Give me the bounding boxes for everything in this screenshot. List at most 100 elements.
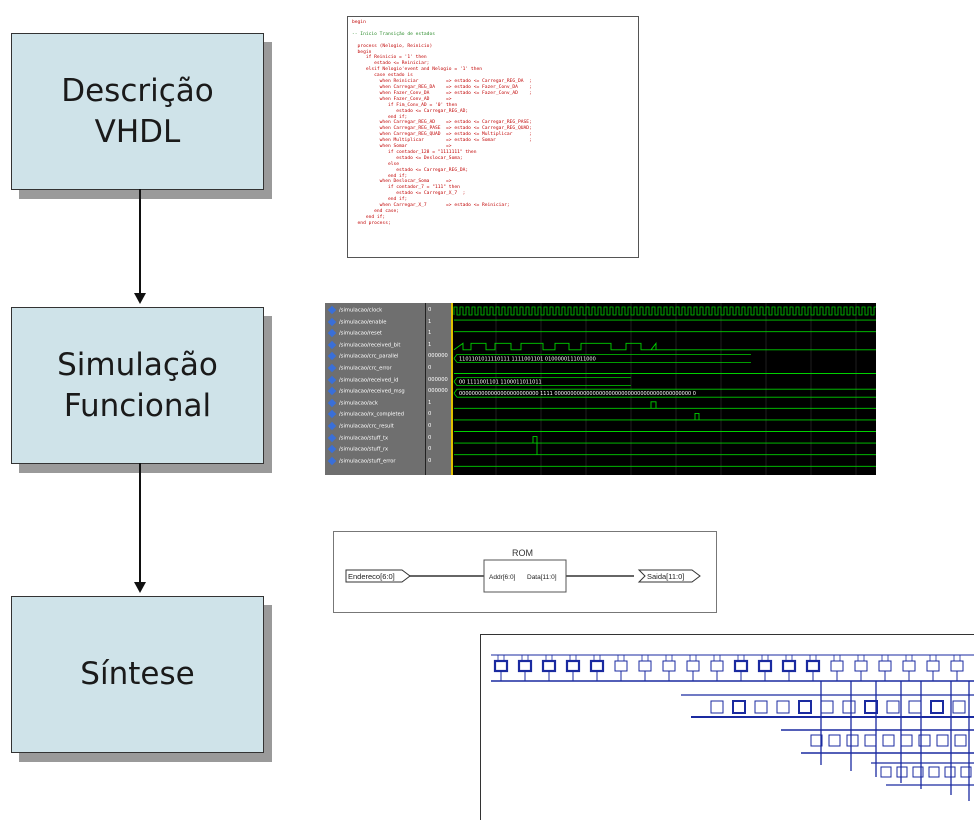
signal-name[interactable]: /simulacao/received_msg: [327, 386, 405, 398]
netlist-cell: [864, 700, 878, 714]
signal-name[interactable]: /simulacao/rx_completed: [327, 410, 404, 421]
netlist-cell: [638, 660, 652, 672]
netlist-cell: [908, 700, 922, 714]
netlist-cell: [589, 659, 605, 673]
netlist-cell: [810, 734, 823, 747]
netlist-cell: [878, 660, 892, 672]
bus-value-text: 00 1111001101 1100011011011: [459, 380, 542, 386]
signal-value: 000000: [428, 388, 448, 395]
signal-value: 1: [428, 341, 432, 348]
vhdl-code-panel: begin -- Início Transição de estados pro…: [347, 16, 639, 258]
rom-schematic: ROM Addr[6:0] Data[11:0] Endereco[6:0] S…: [345, 548, 701, 593]
netlist-cell: [912, 766, 924, 778]
netlist-cell: [954, 734, 967, 747]
signal-value: 1: [428, 318, 432, 325]
signal-name[interactable]: /simulacao/received_bit: [327, 340, 400, 352]
signal-diamond-icon: [327, 421, 337, 431]
signal-name[interactable]: /simulacao/stuff_rx: [327, 444, 388, 456]
trace-clock: [453, 306, 876, 316]
signal-name[interactable]: /simulacao/received_id: [327, 375, 398, 387]
arrow-connector-1: [139, 189, 141, 293]
signal-value: 0: [428, 446, 432, 453]
vhdl-code: begin -- Início Transição de estados pro…: [348, 17, 638, 230]
bus-value-text: 0000000000000000000000000 1111 000000000…: [459, 391, 696, 397]
signal-diamond-icon: [327, 352, 337, 361]
signal-diamond-icon: [327, 410, 337, 419]
netlist-cell: [960, 766, 972, 778]
netlist-cell: [864, 734, 877, 747]
signal-diamond-icon: [327, 375, 337, 384]
signal-diamond-icon: [327, 398, 337, 408]
trace-bus: [453, 354, 751, 363]
signal-name[interactable]: /simulacao/stuff_tx: [327, 433, 388, 445]
stage-label-line2: VHDL: [94, 113, 181, 150]
netlist-cell: [710, 700, 724, 714]
waveform-traces: 1101101011110111 1111001101 010000011101…: [451, 303, 876, 475]
signal-name[interactable]: /simulacao/clock: [327, 305, 382, 317]
netlist-cell: [936, 734, 949, 747]
netlist-cell: [926, 660, 940, 672]
trace-stuff-pulse: [532, 436, 538, 455]
signal-value: 0: [428, 307, 432, 313]
rom-output-port: Saida[11:0]: [647, 572, 684, 581]
stage-box-descricao-vhdl: Descrição VHDL: [11, 33, 264, 190]
netlist-cell: [781, 659, 797, 673]
signal-name[interactable]: /simulacao/enable: [327, 317, 386, 329]
rom-addr-port: Addr[6:0]: [489, 574, 516, 581]
signal-name[interactable]: /simulacao/crc_result: [327, 421, 394, 433]
stage-label-line1: Síntese: [80, 656, 195, 693]
netlist-cell: [918, 734, 931, 747]
signal-diamond-icon: [327, 456, 337, 466]
netlist-cell: [900, 734, 913, 747]
signal-diamond-icon: [327, 386, 337, 396]
arrowhead-1: [134, 293, 146, 304]
simulation-waveform-panel: /simulacao/clock/simulacao/enable/simula…: [325, 303, 876, 475]
netlist-cell: [902, 660, 916, 672]
netlist-cell: [952, 700, 966, 714]
code-body: process (Nelogio, Reinicio) begin if Rei…: [357, 43, 532, 226]
netlist-cell: [776, 700, 790, 714]
signal-diamond-icon: [327, 444, 337, 454]
netlist-cell: [828, 734, 841, 747]
signal-diamond-icon: [327, 340, 337, 350]
netlist-cell: [930, 700, 944, 714]
signal-value: 000000: [428, 376, 448, 383]
netlist-cell: [842, 700, 856, 714]
netlist-cell: [754, 700, 768, 714]
signal-diamond-icon: [327, 305, 337, 315]
arrowhead-2: [134, 582, 146, 593]
netlist-cell: [732, 700, 746, 714]
rom-block-diagram: ROM Addr[6:0] Data[11:0] Endereco[6:0] S…: [333, 531, 717, 613]
signal-name[interactable]: /simulacao/reset: [327, 328, 382, 340]
stage-box-simulacao-funcional: Simulação Funcional: [11, 307, 264, 464]
trace-ack-pulse: [650, 401, 657, 409]
netlist-cell: [517, 659, 533, 673]
bus-value-text: 1101101011110111 1111001101 010000011101…: [459, 356, 596, 362]
signal-name[interactable]: /simulacao/crc_error: [327, 363, 392, 375]
netlist-cell: [830, 660, 844, 672]
netlist-cell: [710, 660, 724, 672]
trace-bus: [453, 377, 631, 386]
netlist-cell: [541, 659, 557, 673]
netlist-cell: [846, 734, 859, 747]
signal-value: 000000: [428, 353, 448, 360]
code-comment: -- Início Transição de estados: [352, 31, 435, 37]
code-begin: begin: [352, 20, 366, 25]
signal-value: 1: [428, 399, 432, 406]
netlist-cell: [686, 660, 700, 672]
stage-label-line2: Funcional: [63, 387, 212, 424]
signal-name[interactable]: /simulacao/stuff_error: [327, 456, 396, 468]
stage-label-line1: Descrição: [61, 72, 214, 109]
signal-name[interactable]: /simulacao/crc_parallel: [327, 352, 398, 363]
signal-name[interactable]: /simulacao/ack: [327, 398, 378, 410]
arrow-connector-2: [139, 463, 141, 583]
stage-label-line1: Simulação: [57, 346, 218, 383]
netlist-cell: [798, 700, 812, 714]
netlist-cell: [896, 766, 908, 778]
netlist-cell: [820, 700, 834, 714]
netlist-cell: [882, 734, 895, 747]
signal-diamond-icon: [327, 328, 337, 338]
rom-input-port: Endereco[6:0]: [348, 572, 395, 581]
signal-value: 0: [428, 365, 432, 371]
